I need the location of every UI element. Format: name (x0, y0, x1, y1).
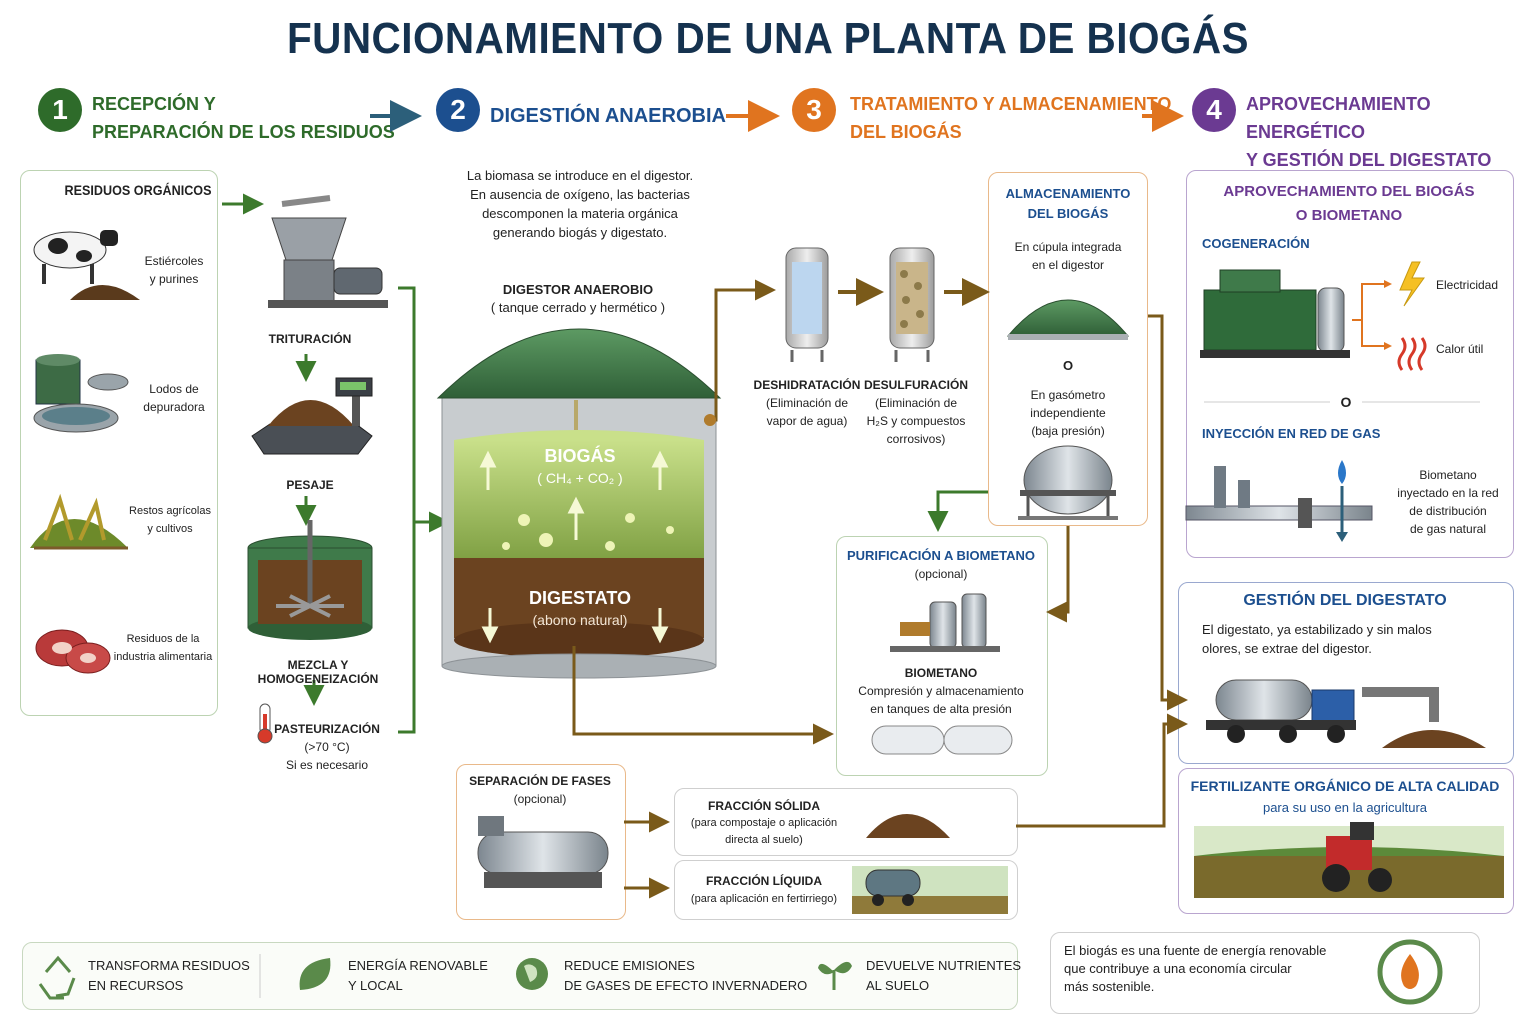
heat-icon (1397, 337, 1427, 371)
biometano-inyectado-label: Biometano inyectado en la red de distrib… (1397, 468, 1499, 536)
step-1-line1: RECEPCIÓN Y (92, 94, 216, 114)
integrated-dome-icon (1006, 299, 1130, 340)
step-3-label: TRATAMIENTO Y ALMACENAMIENTO DEL BIOGÁS (850, 90, 1171, 146)
liquid-tanker-icon (852, 866, 1008, 914)
desulfuracion-label: DESULFURACIÓN (Eliminación de H₂S y comp… (864, 378, 968, 446)
gestion-title: GESTIÓN DEL DIGESTATO (1243, 592, 1447, 609)
flame-icon (1338, 460, 1346, 484)
digestato-label: DIGESTATO (528, 588, 631, 608)
purification-optional: (opcional) (914, 567, 968, 581)
page-title: FUNCIONAMIENTO DE UNA PLANTA DE BIOGÁS (286, 14, 1250, 63)
gasometer-icon (1018, 445, 1118, 520)
meat-icon (35, 629, 111, 674)
step-4-line1: APROVECHAMIENTO ENERGÉTICO (1246, 94, 1431, 142)
step-2-number: 2 (436, 88, 480, 132)
digestor-subtitle: ( tanque cerrado y hermético ) (490, 300, 666, 315)
digestate-pile-icon (1382, 730, 1486, 748)
solid-fraction-label: FRACCIÓN SÓLIDA (para compostaje o aplic… (690, 799, 838, 846)
step-4-number: 4 (1192, 88, 1236, 132)
digestor-intro: La biomasa se introduce en el digestor. … (466, 168, 694, 240)
step-3-line2: DEL BIOGÁS (850, 122, 962, 142)
benefit-3: REDUCE EMISIONES DE GASES DE EFECTO INVE… (564, 958, 808, 993)
closing-text: El biogás es una fuente de energía renov… (1064, 943, 1327, 994)
purification-unit-icon (890, 593, 1000, 652)
trituracion-label: TRITURACIÓN (268, 332, 352, 346)
dehydration-tank-icon (785, 247, 829, 362)
benefit-2: ENERGÍA RENOVABLE Y LOCAL (348, 958, 488, 993)
step-1-label: RECEPCIÓN Y PREPARACIÓN DE LOS RESIDUOS (92, 90, 395, 146)
cogeneration-engine-icon (1200, 269, 1350, 358)
aprov-title: APROVECHAMIENTO DEL BIOGÁS O BIOMETANO (1223, 183, 1475, 224)
solid-fraction-box (674, 788, 1018, 856)
step-3-number: 3 (792, 88, 836, 132)
digestato-sub: (abono natural) (532, 612, 628, 628)
recycle-icon (38, 955, 76, 1000)
sewage-tank-icon (33, 354, 129, 433)
compost-pile-icon (866, 814, 950, 838)
digester-tank (436, 279, 776, 679)
high-pressure-tanks-icon (871, 725, 1013, 755)
aprov-or: O (1340, 394, 1352, 410)
discharge-pipe-icon (1362, 687, 1439, 722)
step-3-line1: TRATAMIENTO Y ALMACENAMIENTO (850, 94, 1172, 114)
gestion-desc: El digestato, ya estabilizado y sin malo… (1202, 622, 1432, 656)
inyeccion-label: INYECCIÓN EN RED DE GAS (1202, 426, 1381, 441)
storage-option-gasometer: En gasómetro independiente (baja presión… (1030, 388, 1106, 438)
step-4-label: APROVECHAMIENTO ENERGÉTICO Y GESTIÓN DEL… (1246, 90, 1536, 174)
storage-or: O (1062, 358, 1074, 373)
electricidad-label: Electricidad (1436, 278, 1499, 292)
biometano-desc: BIOMETANO Compresión y almacenamiento en… (858, 666, 1024, 716)
mezcla-label: MEZCLA Y HOMOGENEIZACIÓN (257, 658, 379, 686)
pesaje-label: PESAJE (286, 478, 334, 492)
separation-title: SEPARACIÓN DE FASES (opcional) (469, 774, 611, 806)
purification-title: PURIFICACIÓN A BIOMETANO (846, 548, 1035, 563)
circular-flame-icon (1377, 939, 1443, 1005)
pasteurizacion-label: PASTEURIZACIÓN (>70 °C) Si es necesario (274, 722, 380, 772)
lightning-icon (1399, 261, 1425, 307)
cogeneracion-label: COGENERACIÓN (1202, 236, 1310, 251)
step-1-line2: PREPARACIÓN DE LOS RESIDUOS (92, 122, 395, 142)
residuos-box (20, 170, 218, 716)
desulfurization-tank-icon (889, 247, 935, 362)
leaf-icon (299, 958, 331, 990)
storage-option-dome: En cúpula integrada en el digestor (1014, 240, 1122, 272)
biogas-formula: ( CH₄ + CO₂ ) (537, 470, 623, 486)
crop-residue-icon (30, 493, 128, 550)
thermometer-icon (257, 703, 273, 744)
biogas-label: BIOGÁS (544, 446, 616, 466)
benefit-4: DEVUELVE NUTRIENTES AL SUELO (866, 958, 1022, 993)
liquid-fraction-label: FRACCIÓN LÍQUIDA (para aplicación en fer… (690, 874, 838, 905)
shredder-icon (268, 195, 388, 308)
residuos-title: RESIDUOS ORGÁNICOS (64, 182, 212, 198)
tanker-truck-icon (1206, 679, 1356, 743)
scale-icon (251, 377, 373, 455)
step-1-number: 1 (38, 88, 82, 132)
deshidratacion-label: DESHIDRATACIÓN (Eliminación de vapor de … (753, 378, 861, 428)
storage-title: ALMACENAMIENTO DEL BIOGÁS (1005, 186, 1131, 221)
benefit-1: TRANSFORMA RESIDUOS EN RECURSOS (88, 958, 250, 993)
fertilizante-sub: para su uso en la agricultura (1262, 800, 1428, 815)
mixing-tank-icon (247, 520, 373, 640)
step-2-label: DIGESTIÓN ANAEROBIA (490, 105, 726, 127)
separator-machine-icon (477, 816, 609, 888)
sprout-icon (818, 961, 852, 990)
calor-label: Calor útil (1436, 342, 1484, 356)
digestor-title: DIGESTOR ANAEROBIO (502, 282, 654, 297)
globe-leaf-icon (516, 958, 548, 990)
gas-pipeline-icon (1185, 460, 1373, 542)
step-4-line2: Y GESTIÓN DEL DIGESTATO (1246, 150, 1492, 170)
cow-icon (33, 230, 140, 300)
field-tractor-icon (1194, 822, 1504, 898)
fertilizante-title: FERTILIZANTE ORGÁNICO DE ALTA CALIDAD (1190, 778, 1500, 794)
